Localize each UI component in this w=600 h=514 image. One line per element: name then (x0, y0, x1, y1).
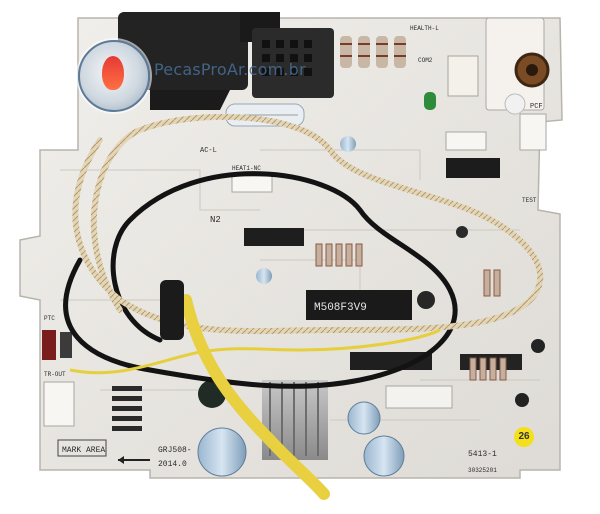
silk-year: 2014.0 (158, 460, 187, 469)
ic-chip-left (244, 228, 304, 246)
mcu-chip-label: M508F3V9 (314, 302, 367, 314)
silk-pcf: PCF (530, 103, 543, 111)
silk-test: TEST (522, 197, 537, 204)
electrolytic-capacitors (197, 380, 405, 477)
silk-heat: HEAT1-NC (232, 165, 261, 172)
silk-health: HEALTH-L (410, 25, 439, 32)
brand-url: PecasProAr.com.br (154, 60, 306, 79)
watermark: PecasProAr.com.br (78, 40, 378, 112)
silk-ac: AC-L (200, 147, 217, 155)
silk-mark-area: MARK AREA (62, 446, 105, 455)
silk-part: 30325201 (468, 467, 497, 474)
main-mcu-chip (306, 290, 412, 320)
black-cable (63, 171, 458, 389)
silk-n2: N2 (210, 215, 221, 225)
ic-chip-top (446, 158, 500, 178)
number-sticker: 26 (514, 427, 534, 447)
yellow-sensor (180, 294, 330, 500)
brand-logo (78, 40, 150, 112)
silk-com: COM2 (418, 57, 433, 64)
flame-icon (102, 56, 124, 90)
braided-cable (72, 113, 544, 335)
silk-model: GRJ508- (158, 446, 192, 455)
relay-component (118, 12, 280, 110)
yellow-cable (69, 328, 441, 375)
silk-ptc: PTC (44, 315, 55, 322)
silk-code: 5413-1 (468, 450, 497, 459)
connector-block (252, 28, 334, 98)
resistor-row-top (340, 36, 406, 68)
small-capacitors (256, 136, 545, 407)
silk-tr-out: TR-OUT (44, 371, 66, 378)
